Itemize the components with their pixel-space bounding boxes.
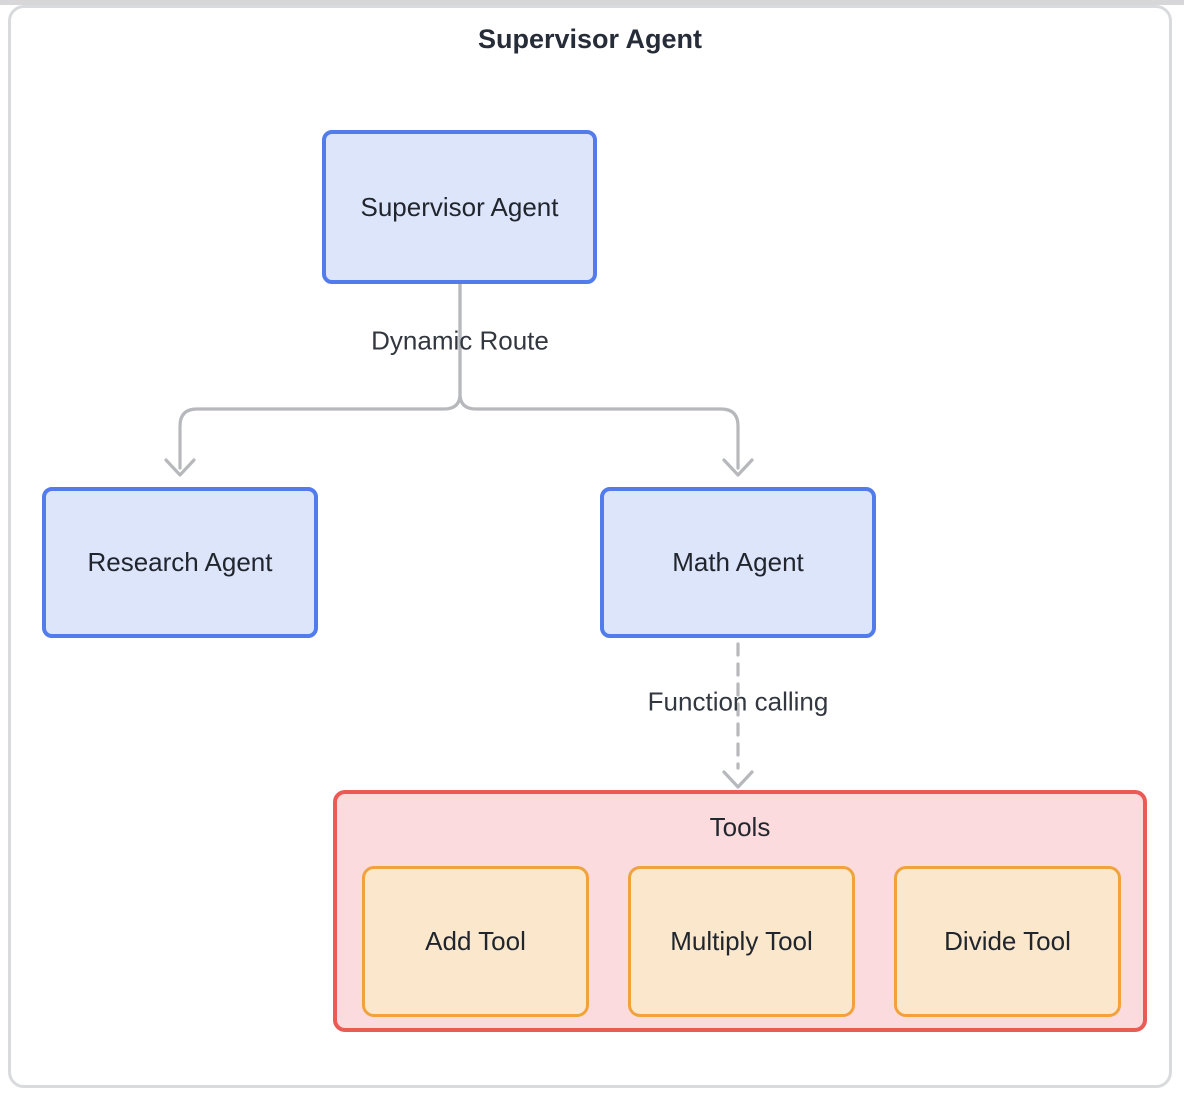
diagram-title: Supervisor Agent — [477, 24, 703, 54]
node-math-agent: Math Agent — [600, 487, 876, 638]
node-supervisor-agent: Supervisor Agent — [322, 130, 597, 284]
node-research-agent-label: Research Agent — [87, 547, 273, 577]
node-add-tool-label: Add Tool — [425, 926, 526, 956]
top-strip — [0, 0, 1184, 5]
node-divide-tool-label: Divide Tool — [944, 926, 1071, 956]
node-math-agent-label: Math Agent — [672, 547, 804, 577]
node-divide-tool: Divide Tool — [894, 866, 1121, 1017]
edge-label-function-calling: Function calling — [647, 686, 829, 717]
tools-container-label: Tools — [709, 812, 771, 842]
node-multiply-tool: Multiply Tool — [628, 866, 855, 1017]
node-multiply-tool-label: Multiply Tool — [670, 926, 813, 956]
node-supervisor-agent-label: Supervisor Agent — [360, 191, 559, 222]
node-add-tool: Add Tool — [362, 866, 589, 1017]
edge-label-dynamic-route: Dynamic Route — [371, 325, 549, 356]
node-research-agent: Research Agent — [42, 487, 318, 638]
tools-container: Tools Add Tool Multiply Tool Divide Tool — [333, 790, 1147, 1032]
